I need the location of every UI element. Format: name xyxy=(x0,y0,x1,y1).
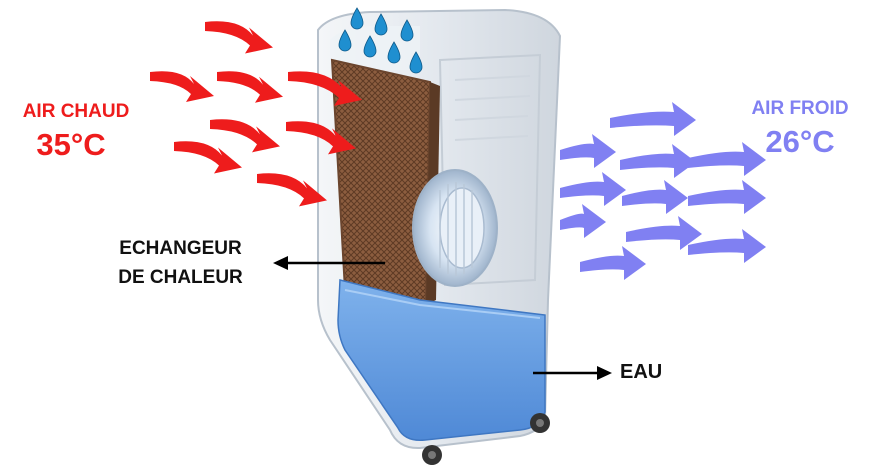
heat-exchanger-label-line1: ECHANGEUR xyxy=(119,238,242,259)
cold-air-temperature: 26°C xyxy=(765,124,835,159)
hot-air-arrow-icon xyxy=(210,119,280,153)
cold-air-arrow-icon xyxy=(560,172,626,206)
water-drop-icon xyxy=(374,13,388,36)
cold-air-arrow-icon xyxy=(560,134,616,168)
pointer-arrow-icon xyxy=(597,366,612,380)
cold-air-arrow-icon xyxy=(560,204,606,238)
hot-air-arrow-icon xyxy=(217,71,283,103)
water-drop-icon xyxy=(338,29,352,52)
water-drop-icon xyxy=(409,51,423,74)
water-drop-icon xyxy=(350,7,364,30)
pointer-arrow-icon xyxy=(273,256,288,270)
cold-air-arrow-icon xyxy=(622,180,688,214)
water-label: EAU xyxy=(620,361,663,383)
cold-air-arrow-icon xyxy=(620,144,696,178)
exchanger-pointer xyxy=(273,256,385,270)
cold-air-arrow-icon xyxy=(610,102,696,136)
water-drop-icon xyxy=(363,35,377,58)
cold-air-title: AIR FROID xyxy=(751,98,849,119)
cold-air-arrow-icon xyxy=(688,180,766,214)
hot-air-arrows xyxy=(150,21,362,207)
cold-air-arrow-icon xyxy=(580,246,646,280)
cold-air-arrow-icon xyxy=(626,216,702,250)
hot-air-title: AIR CHAUD xyxy=(22,101,130,122)
water-drops xyxy=(338,7,423,74)
cold-air-arrow-icon xyxy=(688,229,766,263)
hot-air-arrow-icon xyxy=(288,71,362,106)
hot-air-arrow-icon xyxy=(205,21,273,54)
hot-air-arrow-icon xyxy=(174,141,242,174)
water-pointer xyxy=(533,366,612,380)
water-drop-icon xyxy=(387,41,401,64)
cold-air-arrows xyxy=(560,102,766,280)
heat-exchanger-label-line2: DE CHALEUR xyxy=(118,267,243,288)
fan xyxy=(412,169,498,287)
cold-air-arrow-icon xyxy=(688,142,766,176)
water-drop-icon xyxy=(400,19,414,42)
hot-air-arrow-icon xyxy=(257,173,327,207)
hot-air-arrow-icon xyxy=(150,71,214,103)
hot-air-arrow-icon xyxy=(286,121,356,155)
hot-air-temperature: 35°C xyxy=(36,127,106,162)
wheels xyxy=(422,413,550,465)
heat-exchanger-label: ECHANGEUR DE CHALEUR xyxy=(88,234,273,292)
